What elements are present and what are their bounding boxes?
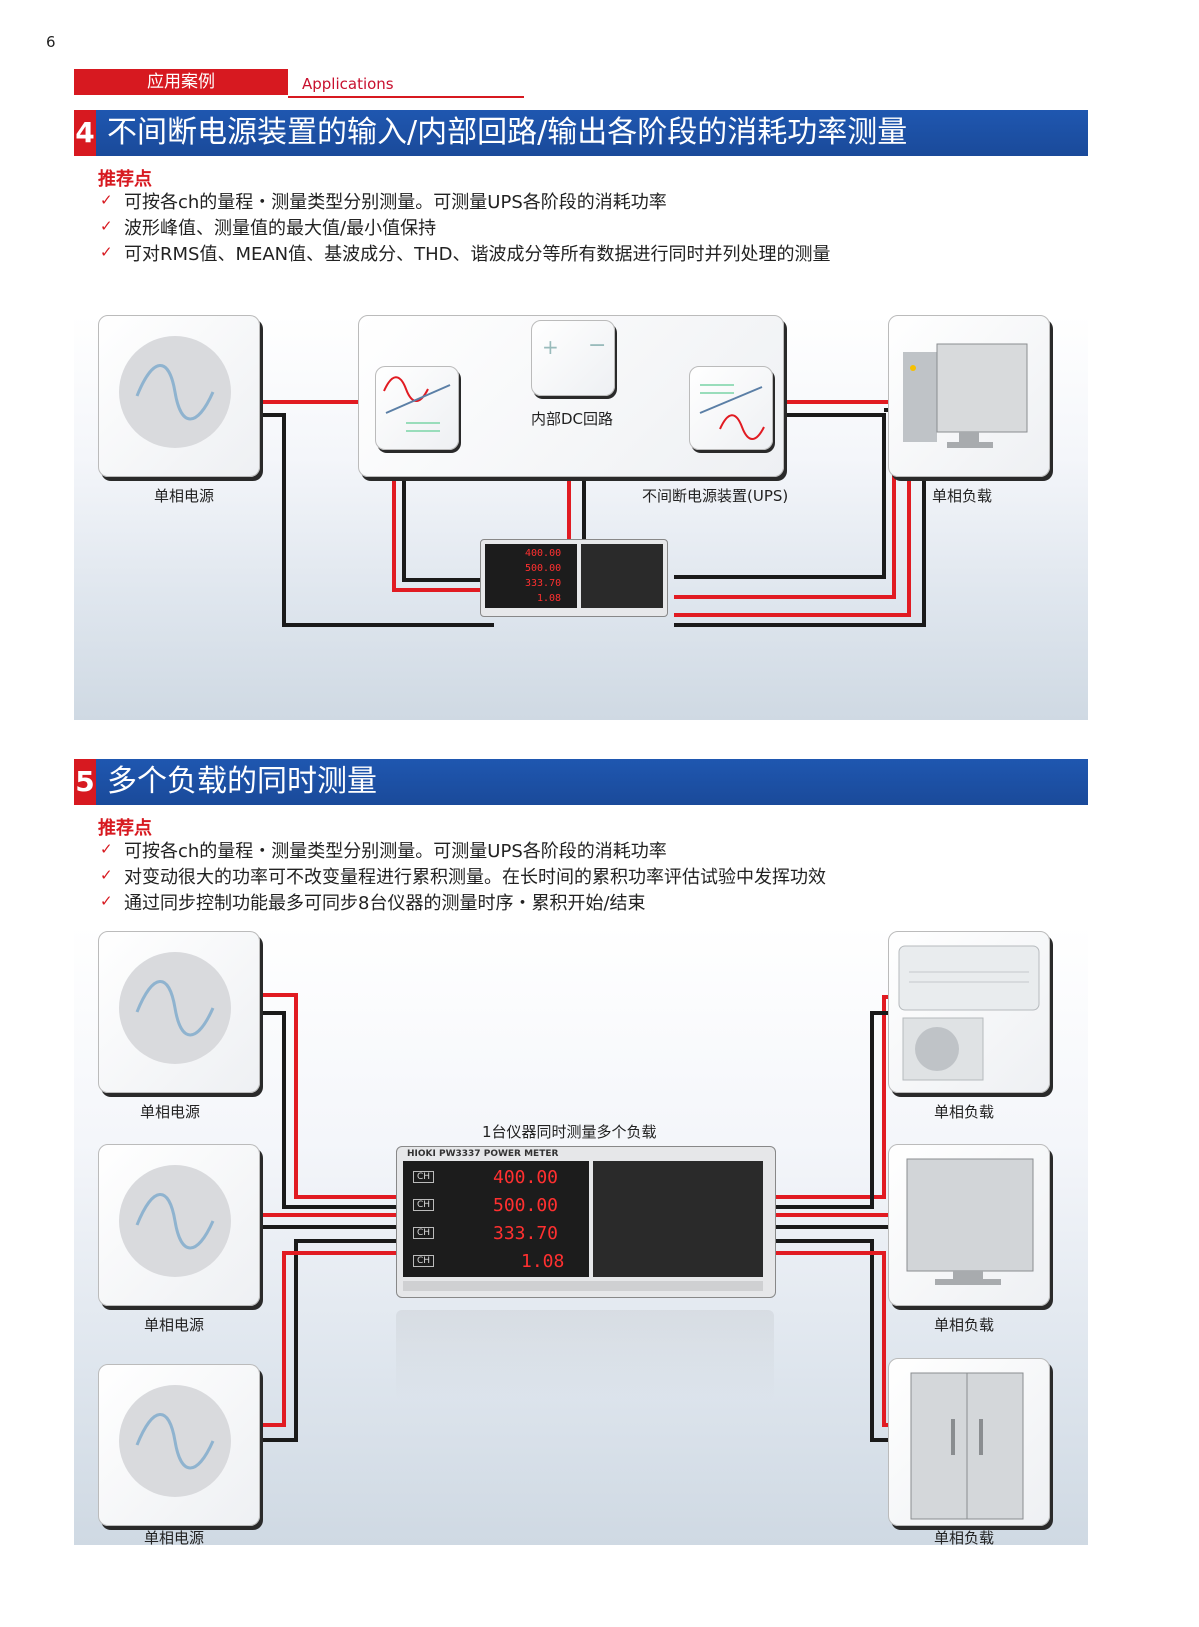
ch-button[interactable]: CH xyxy=(413,1255,435,1267)
source-label: 单相电源 xyxy=(154,487,215,505)
check-icon: ✓ xyxy=(100,866,113,884)
meter-model: PW3337 xyxy=(439,1149,481,1159)
check-icon: ✓ xyxy=(100,892,113,910)
load-label-2: 单相负载 xyxy=(934,1316,995,1334)
source-label-1: 单相电源 xyxy=(140,1103,201,1121)
list-item: ✓可按各ch的量程・测量类型分别测量。可测量UPS各阶段的消耗功率 xyxy=(100,190,831,216)
rectifier-icon xyxy=(375,366,459,450)
list-item: ✓对变动很大的功率可不改变量程进行累积测量。在长时间的累积功率评估试验中发挥功效 xyxy=(100,865,826,891)
load-label: 单相负载 xyxy=(932,487,993,505)
ups-label: 不间断电源装置(UPS) xyxy=(642,487,789,505)
dc-circuit-label: 内部DC回路 xyxy=(531,410,614,428)
check-icon: ✓ xyxy=(100,243,113,261)
section-5-recommend-label: 推荐点 xyxy=(98,818,152,839)
section-4-number: 4 xyxy=(74,110,96,156)
refrigerator-icon xyxy=(910,1372,1024,1520)
meter-product: POWER METER xyxy=(483,1149,559,1159)
section-5-title: 多个负载的同时测量 xyxy=(107,764,377,799)
power-meter: HIOKI PW3337 POWER METER CH CH CH CH 400… xyxy=(396,1146,776,1298)
power-source-box xyxy=(98,315,260,477)
source-label-3: 单相电源 xyxy=(144,1529,205,1547)
computer-icon xyxy=(903,343,1028,448)
load-box-1 xyxy=(888,931,1050,1093)
meter-display: CH CH CH CH 400.00 500.00 333.70 1.08 xyxy=(403,1161,589,1277)
section-5-diagram: 单相电源 单相电源 单相电源 1台仪器同时测量多个负载 HIOKI PW3337… xyxy=(74,925,1088,1547)
ups-box: + − 内部DC回路 xyxy=(358,315,784,477)
power-source-box-1 xyxy=(98,931,260,1093)
reading-4: 1.08 xyxy=(521,1251,565,1272)
category-underline xyxy=(288,96,524,98)
inverter-icon xyxy=(689,366,773,450)
ch-button[interactable]: CH xyxy=(413,1227,435,1239)
ac-source-icon xyxy=(119,336,231,448)
ch-button[interactable]: CH xyxy=(413,1199,435,1211)
check-icon: ✓ xyxy=(100,217,113,235)
load-box xyxy=(888,315,1050,477)
section-5-number: 5 xyxy=(74,759,96,805)
wiring-diagram-5 xyxy=(259,993,898,1442)
meter-controls xyxy=(593,1161,763,1277)
section-4-title: 不间断电源装置的输入/内部回路/输出各阶段的消耗功率测量 xyxy=(107,115,908,150)
battery-icon: + − xyxy=(531,320,615,396)
sine-wave-icon xyxy=(135,1193,215,1250)
load-box-3 xyxy=(888,1358,1050,1526)
sine-wave-icon xyxy=(135,1413,215,1470)
list-item: ✓波形峰值、测量值的最大值/最小值保持 xyxy=(100,216,831,242)
reading-3: 333.70 xyxy=(493,1223,559,1244)
page-number: 6 xyxy=(46,33,56,51)
source-label-2: 单相电源 xyxy=(144,1316,205,1334)
section-4-points: ✓可按各ch的量程・测量类型分别测量。可测量UPS各阶段的消耗功率 ✓波形峰值、… xyxy=(100,190,831,268)
list-item: ✓通过同步控制功能最多可同步8台仪器的测量时序・累积开始/结束 xyxy=(100,891,826,917)
section-4-diagram: 单相电源 + − 内部DC回路 不间断电源装置(UPS) 单相负载 400.00… xyxy=(74,315,1088,720)
meter-reflection xyxy=(396,1310,774,1400)
load-label-3: 单相负载 xyxy=(934,1529,995,1547)
reading-1: 400.00 xyxy=(493,1167,559,1188)
check-icon: ✓ xyxy=(100,191,113,209)
section-4-header: 4 不间断电源装置的输入/内部回路/输出各阶段的消耗功率测量 xyxy=(74,110,1088,156)
load-box-2 xyxy=(888,1144,1050,1306)
range-button-row xyxy=(403,1281,763,1291)
section-5-points: ✓可按各ch的量程・测量类型分别测量。可测量UPS各阶段的消耗功率 ✓对变动很大… xyxy=(100,839,826,917)
tv-icon xyxy=(906,1158,1034,1285)
power-source-box-3 xyxy=(98,1364,260,1526)
sine-wave-icon xyxy=(135,980,215,1037)
load-label-1: 单相负载 xyxy=(934,1103,995,1121)
air-conditioner-icon xyxy=(898,945,1040,1081)
reading-2: 500.00 xyxy=(493,1195,559,1216)
category-tag-en: Applications xyxy=(302,75,394,93)
ac-source-icon xyxy=(119,1165,231,1277)
ac-source-icon xyxy=(119,952,231,1064)
sine-wave-icon xyxy=(135,364,215,421)
meter-brand: HIOKI xyxy=(407,1149,436,1159)
ch-button[interactable]: CH xyxy=(413,1171,435,1183)
list-item: ✓可对RMS值、MEAN值、基波成分、THD、谐波成分等所有数据进行同时并列处理… xyxy=(100,242,831,268)
meter-caption: 1台仪器同时测量多个负载 xyxy=(482,1123,657,1141)
list-item: ✓可按各ch的量程・测量类型分别测量。可测量UPS各阶段的消耗功率 xyxy=(100,839,826,865)
power-source-box-2 xyxy=(98,1144,260,1306)
section-5-header: 5 多个负载的同时测量 xyxy=(74,759,1088,805)
section-4-recommend-label: 推荐点 xyxy=(98,169,152,190)
category-tag: 应用案例 xyxy=(74,69,288,95)
check-icon: ✓ xyxy=(100,840,113,858)
ac-source-icon xyxy=(119,1385,231,1497)
power-meter-small: 400.00 500.00 333.70 1.08 xyxy=(480,539,668,617)
